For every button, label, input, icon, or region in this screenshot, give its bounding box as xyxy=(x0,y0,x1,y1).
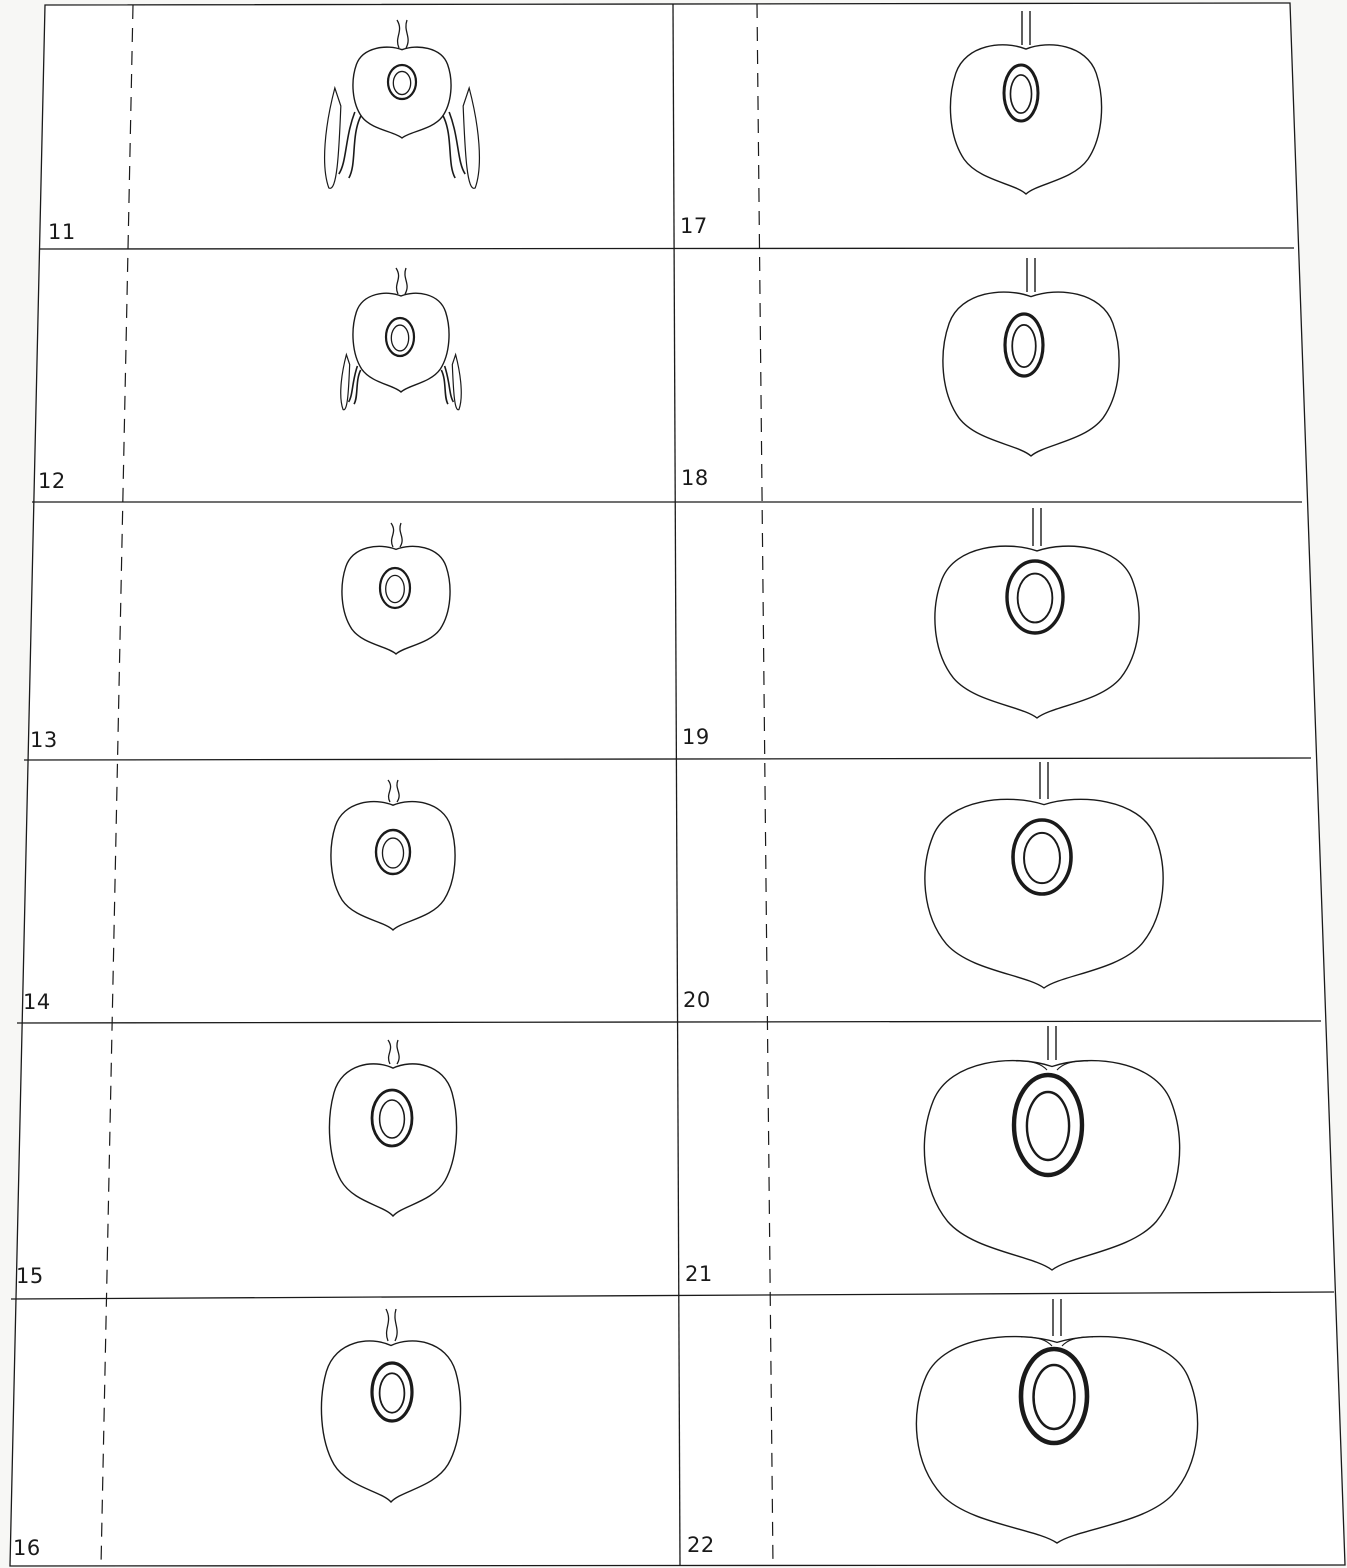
panel-label-14: 14 xyxy=(23,990,51,1014)
paper-background xyxy=(10,3,1345,1566)
panel-label-16: 16 xyxy=(13,1536,41,1560)
panel-label-11: 11 xyxy=(48,220,76,244)
panel-label-13: 13 xyxy=(30,728,58,752)
panel-label-15: 15 xyxy=(16,1264,44,1288)
panel-label-22: 22 xyxy=(687,1533,715,1557)
panel-label-21: 21 xyxy=(685,1262,713,1286)
panel-label-17: 17 xyxy=(680,214,708,238)
panel-label-20: 20 xyxy=(683,988,711,1012)
panel-label-19: 19 xyxy=(682,725,710,749)
panel-label-18: 18 xyxy=(681,466,709,490)
panel-label-12: 12 xyxy=(38,469,66,493)
